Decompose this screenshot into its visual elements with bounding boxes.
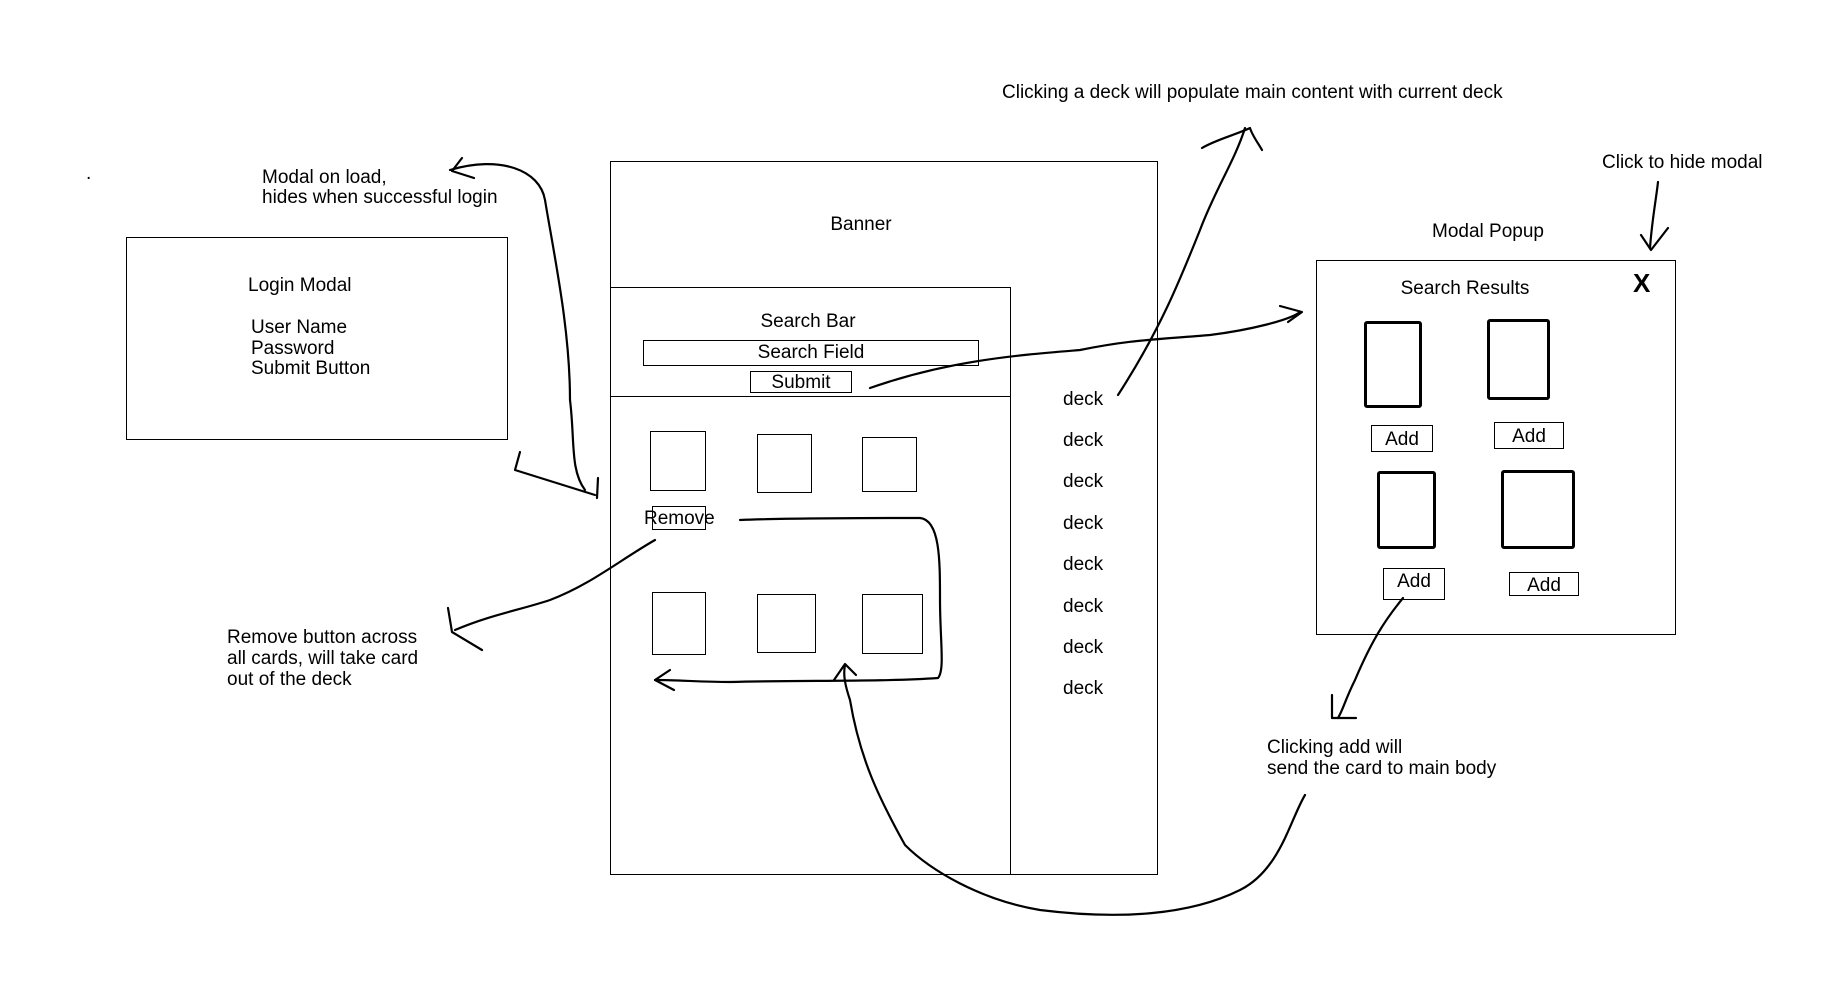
remove-button-label: Remove bbox=[644, 508, 715, 529]
arrowhead-remove-note bbox=[446, 606, 484, 652]
submit-button[interactable]: Submit bbox=[750, 371, 852, 393]
deck-list-item[interactable]: deck bbox=[1063, 471, 1104, 492]
annotation-modal-on-load-1: Modal on load, bbox=[262, 167, 387, 188]
stray-dot: . bbox=[86, 163, 92, 184]
arrow-add-main bbox=[843, 663, 1307, 916]
add-button-label: Add bbox=[1527, 575, 1561, 596]
deck-list-item[interactable]: deck bbox=[1063, 637, 1104, 658]
login-modal-title: Login Modal bbox=[248, 275, 352, 296]
add-button-label: Add bbox=[1397, 571, 1431, 592]
annotation-close-modal: Click to hide modal bbox=[1602, 152, 1763, 173]
remove-button[interactable] bbox=[652, 506, 706, 530]
arrowhead-login-bottom-b bbox=[595, 476, 600, 500]
login-field-username[interactable]: User Name bbox=[251, 317, 348, 338]
deck-card bbox=[650, 431, 706, 491]
deck-list-item[interactable]: deck bbox=[1063, 678, 1104, 699]
arrowhead-remove-loop bbox=[653, 668, 676, 692]
add-button-label: Add bbox=[1512, 426, 1546, 447]
add-button-label: Add bbox=[1385, 429, 1419, 450]
arrowhead-close-modal bbox=[1639, 226, 1670, 252]
result-card bbox=[1377, 471, 1436, 549]
arrowhead-login-bottom bbox=[513, 450, 597, 497]
search-bar-section bbox=[610, 287, 1011, 397]
search-results-title: Search Results bbox=[1400, 278, 1530, 299]
arrow-deck-click bbox=[1116, 126, 1247, 397]
arrowhead-add-note bbox=[1330, 693, 1358, 720]
search-bar-title: Search Bar bbox=[760, 311, 856, 332]
deck-list-item[interactable]: deck bbox=[1063, 596, 1104, 617]
deck-card bbox=[757, 434, 812, 493]
login-submit-button[interactable]: Submit Button bbox=[251, 358, 371, 379]
search-field-label: Search Field bbox=[757, 342, 865, 363]
deck-card bbox=[862, 594, 923, 654]
modal-popup: Search Results X Add Add Add Add bbox=[1316, 260, 1676, 635]
close-icon[interactable]: X bbox=[1633, 268, 1651, 298]
deck-card bbox=[652, 592, 706, 655]
arrowhead-login-top bbox=[450, 156, 476, 180]
deck-list-item[interactable]: deck bbox=[1063, 554, 1104, 575]
result-card bbox=[1501, 470, 1575, 549]
banner: Banner bbox=[830, 214, 892, 235]
modal-popup-label: Modal Popup bbox=[1432, 221, 1544, 242]
add-button[interactable]: Add bbox=[1509, 572, 1579, 596]
deck-card bbox=[757, 594, 816, 653]
arrowhead-add-main bbox=[832, 662, 858, 682]
arrow-remove-loop bbox=[653, 516, 943, 684]
deck-list-item[interactable]: deck bbox=[1063, 389, 1104, 410]
deck-list-item[interactable]: deck bbox=[1063, 430, 1104, 451]
submit-button-label: Submit bbox=[771, 372, 831, 393]
deck-list-item[interactable]: deck bbox=[1063, 513, 1104, 534]
arrow-submit-modal bbox=[868, 310, 1302, 390]
annotation-remove-1: Remove button across bbox=[227, 627, 418, 648]
result-card bbox=[1364, 321, 1422, 408]
annotation-remove-3: out of the deck bbox=[227, 669, 352, 690]
arrowhead-submit-modal bbox=[1278, 304, 1304, 324]
login-modal: Login Modal User Name Password Submit Bu… bbox=[126, 237, 508, 440]
add-button[interactable]: Add bbox=[1371, 425, 1433, 452]
annotation-modal-on-load-2: hides when successful login bbox=[262, 187, 498, 208]
add-button[interactable]: Add bbox=[1383, 568, 1445, 600]
result-card bbox=[1487, 319, 1550, 400]
arrow-add-note bbox=[1336, 596, 1405, 720]
search-field[interactable]: Search Field bbox=[643, 340, 979, 366]
annotation-remove-2: all cards, will take card bbox=[227, 648, 419, 669]
add-button[interactable]: Add bbox=[1494, 422, 1564, 449]
arrowhead-deck-click bbox=[1200, 126, 1264, 152]
annotation-add-2: send the card to main body bbox=[1267, 758, 1497, 779]
annotation-add-1: Clicking add will bbox=[1267, 737, 1403, 758]
arrow-login-modal bbox=[448, 163, 587, 492]
deck-card bbox=[862, 437, 917, 492]
login-field-password[interactable]: Password bbox=[251, 338, 335, 359]
annotation-deck-click: Clicking a deck will populate main conte… bbox=[1002, 82, 1503, 103]
arrow-close-modal bbox=[1648, 180, 1660, 250]
arrow-remove-note bbox=[453, 538, 657, 632]
